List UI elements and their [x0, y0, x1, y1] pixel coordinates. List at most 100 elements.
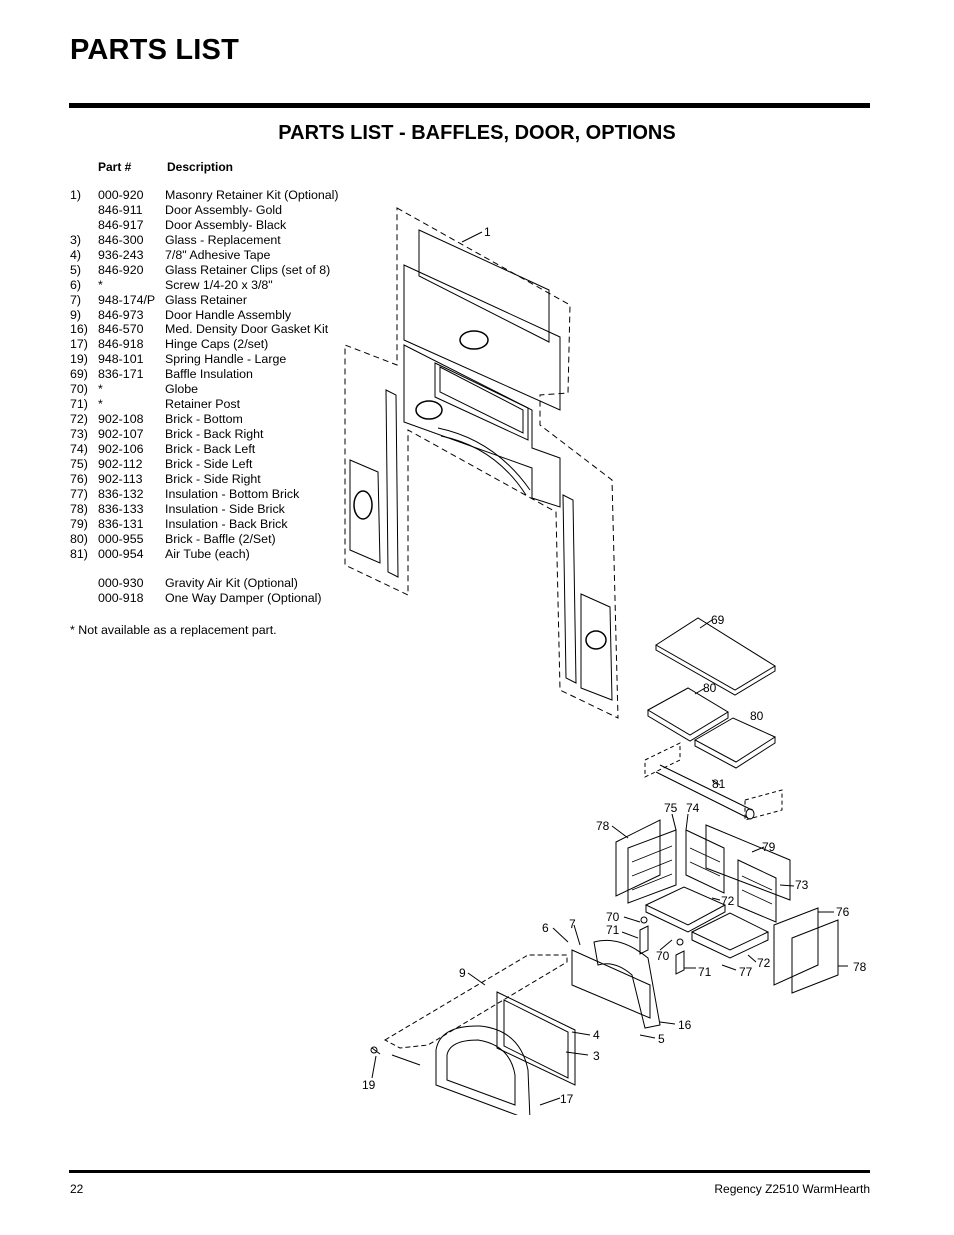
masonry-kit-outline: [344, 207, 619, 719]
part-description: Brick - Baffle (2/Set): [165, 531, 276, 546]
part-description: Brick - Side Right: [165, 471, 261, 486]
part-number: 902-112: [98, 456, 143, 471]
part-number: 000-918: [98, 591, 144, 606]
part-description: 7/8" Adhesive Tape: [165, 247, 271, 262]
parts-list-row: 1) 000-920 Masonry Retainer Kit (Optional): [70, 188, 339, 203]
part-number: 846-973: [98, 307, 144, 322]
part-number: 902-106: [98, 441, 144, 456]
item-number: 71): [70, 397, 88, 412]
callout-70b: 70: [656, 949, 670, 963]
section-title: PARTS LIST - BAFFLES, DOOR, OPTIONS: [278, 122, 676, 144]
callout-17: 17: [560, 1092, 574, 1106]
part-description: Masonry Retainer Kit (Optional): [165, 188, 339, 202]
parts-list-row: 70) * Globe: [70, 382, 339, 397]
part-number: 936-243: [98, 247, 144, 262]
part-number: *: [98, 382, 103, 397]
item-number: 16): [70, 322, 88, 337]
door-front: [435, 1025, 531, 1115]
glass-panel: [496, 991, 576, 1086]
part-number: 836-132: [98, 486, 144, 501]
item-number: 1): [70, 188, 82, 202]
part-number: 846-917: [98, 217, 144, 232]
item-number: 70): [70, 382, 88, 397]
part-description: Insulation - Side Brick: [165, 501, 285, 516]
item-number: [70, 203, 98, 218]
part-number: 836-171: [98, 367, 144, 382]
right-side-panel: [580, 593, 613, 701]
callout-75: 75: [664, 801, 678, 815]
item-number: [70, 591, 98, 606]
part-number: 000-920: [98, 188, 144, 202]
part-number: 948-174/P: [98, 292, 156, 307]
back-brick-right: [737, 859, 777, 923]
item-number: 7): [70, 292, 82, 307]
callout-72b: 72: [757, 956, 771, 970]
part-number: [98, 561, 165, 576]
callout-78b: 78: [853, 960, 867, 974]
part-number: *: [98, 397, 103, 412]
callout-4: 4: [593, 1028, 600, 1042]
callout-78a: 78: [596, 819, 610, 833]
part-description: Glass Retainer: [165, 292, 247, 307]
part-number: 846-570: [98, 322, 144, 337]
part-number: 000-954: [98, 546, 144, 561]
parts-list-row: [70, 561, 339, 576]
left-side-strip: [385, 389, 399, 578]
callout-1: 1: [484, 225, 491, 239]
right-side-strip: [562, 494, 577, 684]
parts-list-row: 7) 948-174/P Glass Retainer: [70, 293, 339, 308]
item-number: 76): [70, 471, 88, 486]
bottom-brick-b: [690, 912, 770, 951]
callout-71b: 71: [698, 965, 712, 979]
part-description: Spring Handle - Large: [165, 352, 287, 367]
masonry-front-panel: [403, 344, 561, 508]
callout-71a: 71: [606, 923, 620, 937]
callout-80b: 80: [750, 709, 764, 723]
top-rule: [69, 103, 870, 108]
footnote: * Not available as a replacement part.: [70, 623, 277, 637]
part-number: 902-108: [98, 412, 144, 427]
part-number: 846-300: [98, 232, 144, 247]
item-number: 69): [70, 367, 88, 382]
callout-72a: 72: [721, 894, 735, 908]
part-number: 846-918: [98, 337, 144, 352]
part-description: Globe: [165, 382, 199, 397]
exploded-parts-diagram: 1 69 80 80 81 75 74 78 79 73 72 70 71 6 …: [344, 207, 867, 1115]
part-description: Insulation - Bottom Brick: [165, 486, 300, 501]
side-brick-right: [773, 907, 819, 986]
item-number: 77): [70, 486, 88, 501]
part-number: 000-955: [98, 531, 144, 546]
page-number: 22: [70, 1182, 84, 1196]
arch-bar: [437, 427, 531, 491]
callout-70a: 70: [606, 910, 620, 924]
part-description: Glass Retainer Clips (set of 8): [165, 262, 331, 277]
masonry-top-panel: [418, 229, 550, 343]
glass-retainer: [571, 949, 651, 1019]
callout-80a: 80: [703, 681, 717, 695]
item-number: 5): [70, 262, 82, 277]
part-number: 000-930: [98, 576, 144, 591]
item-number: 4): [70, 247, 82, 262]
item-number: 19): [70, 352, 88, 367]
part-description: Door Handle Assembly: [165, 307, 292, 322]
item-number: 78): [70, 501, 88, 516]
parts-list-row: 6)*Screw 1/4-20 x 3/8": [70, 278, 339, 293]
callout-69: 69: [711, 613, 725, 627]
part-description: Brick - Side Left: [165, 456, 253, 471]
callout-5: 5: [658, 1032, 665, 1046]
